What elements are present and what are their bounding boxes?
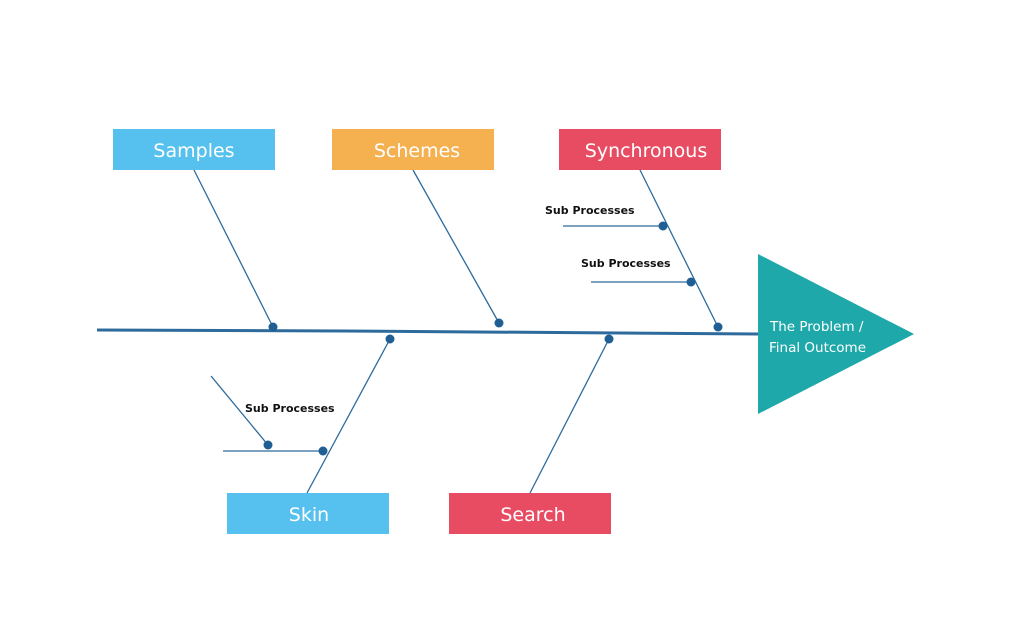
spine-line — [96, 328, 759, 336]
bone-synchronous — [639, 169, 719, 328]
bone-schemes — [412, 169, 500, 324]
cause-label-schemes: Schemes — [374, 140, 460, 162]
sub-branch-diagonal-3 — [210, 375, 269, 446]
joint-dot-skin — [385, 334, 395, 344]
outcome-label-line1: The Problem / — [769, 319, 864, 335]
sub-dot-3b — [263, 440, 273, 450]
cause-label-synchronous: Synchronous — [585, 140, 707, 162]
cause-label-skin: Skin — [289, 504, 329, 526]
cause-label-search: Search — [500, 504, 565, 526]
sub-process-label-1: Sub Processes — [545, 204, 635, 217]
sub-process-label-2: Sub Processes — [581, 257, 671, 270]
joint-dot-samples — [268, 322, 278, 332]
outcome-label-line2: Final Outcome — [769, 340, 866, 356]
joint-dot-synchronous — [713, 322, 723, 332]
joint-dot-search — [604, 334, 614, 344]
sub-dot-2 — [686, 277, 696, 287]
cause-box-schemes: Schemes — [332, 129, 494, 170]
sub-process-label-3: Sub Processes — [245, 402, 335, 415]
bone-search — [529, 338, 610, 494]
bone-samples — [193, 169, 274, 328]
joint-dot-schemes — [494, 318, 504, 328]
cause-box-samples: Samples — [113, 129, 275, 170]
cause-label-samples: Samples — [153, 140, 234, 162]
sub-dot-1 — [658, 221, 668, 231]
outcome-triangle — [758, 254, 914, 414]
bone-skin — [306, 338, 391, 494]
sub-dot-3 — [318, 446, 328, 456]
cause-box-search: Search — [449, 493, 611, 534]
cause-box-synchronous: Synchronous — [559, 129, 721, 170]
cause-box-skin: Skin — [227, 493, 389, 534]
